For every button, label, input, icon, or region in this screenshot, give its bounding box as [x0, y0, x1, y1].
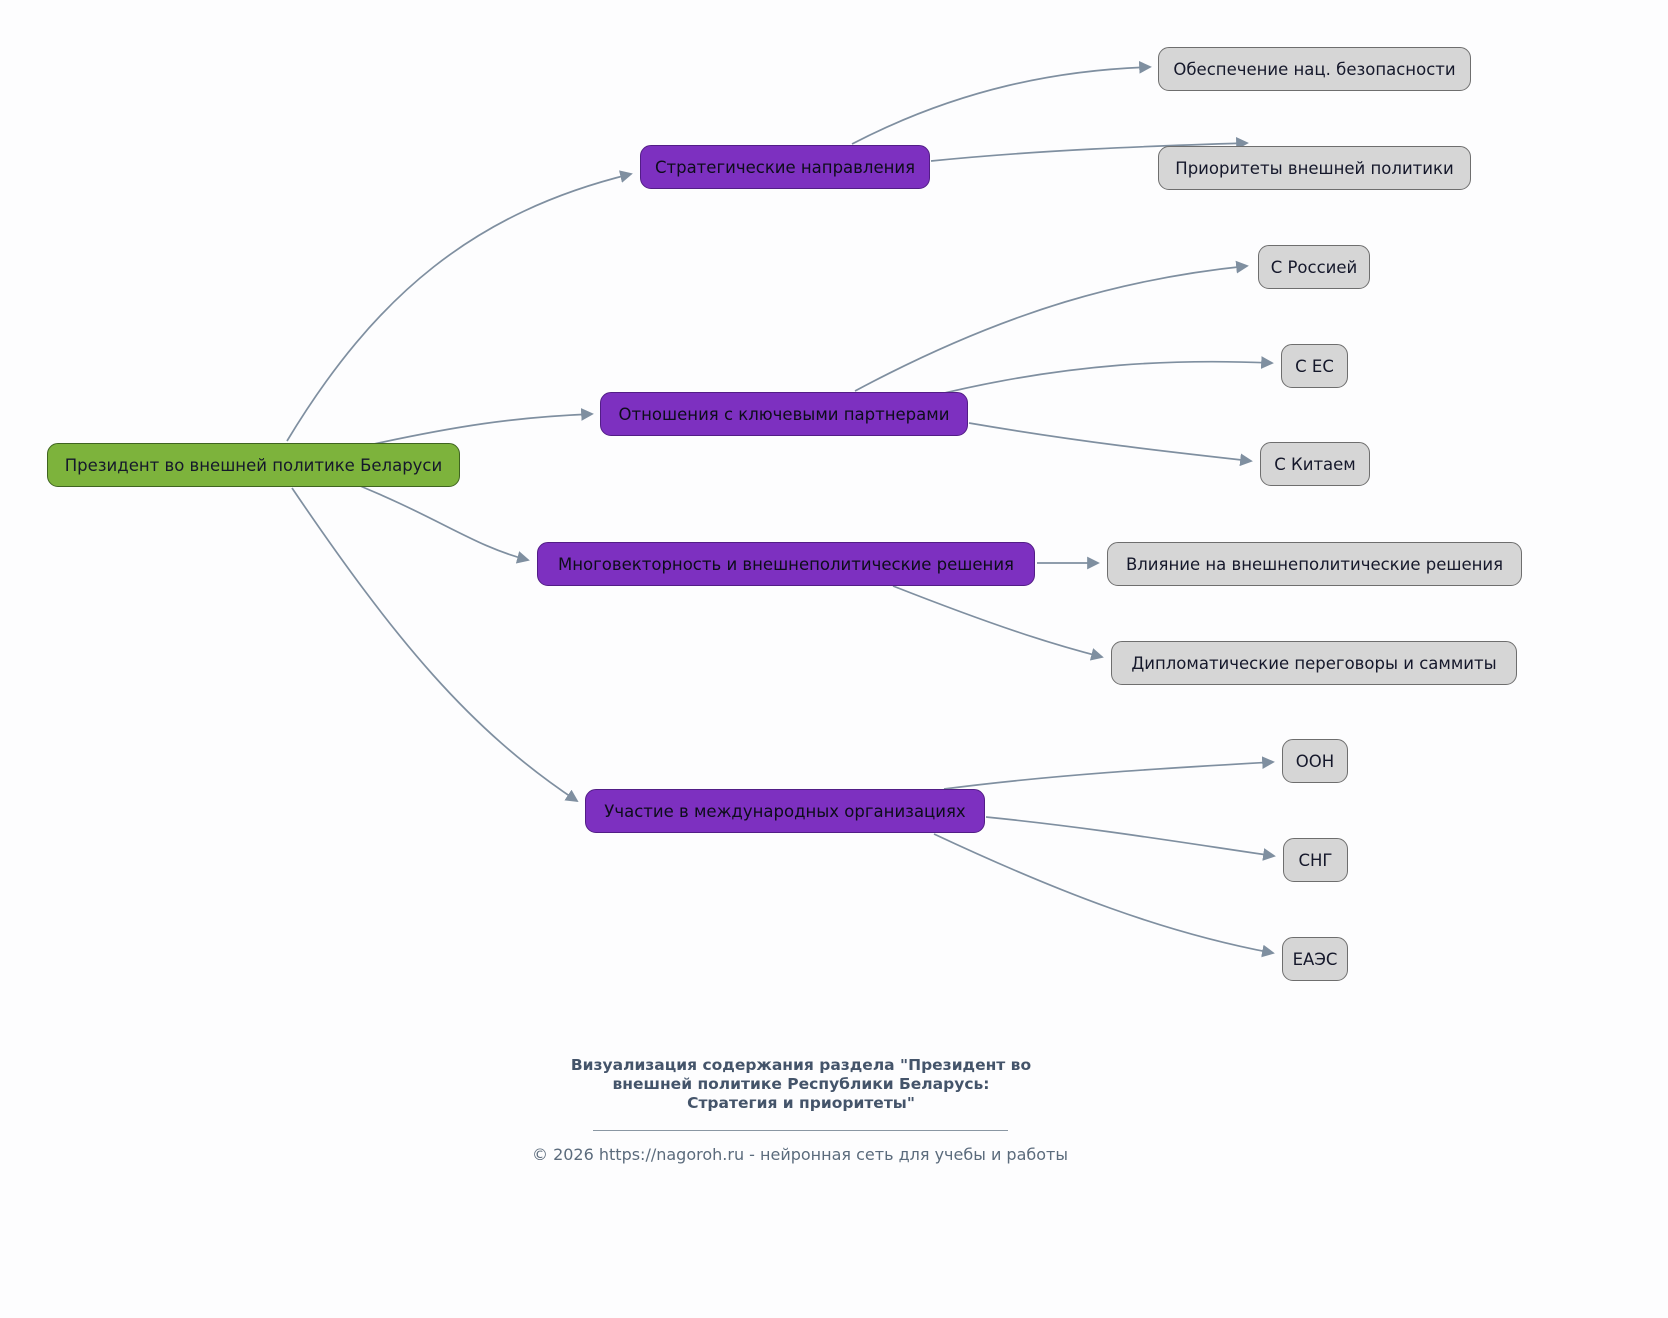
- edge-root-multivector: [337, 476, 530, 564]
- leaf-cis: СНГ: [1283, 838, 1348, 882]
- branch-key-partners: Отношения с ключевыми партнерами: [600, 392, 968, 436]
- edge-partners-russia: [854, 260, 1249, 392]
- leaf-diplomatic-negotiations: Дипломатические переговоры и саммиты: [1111, 641, 1517, 685]
- edge-orgs-cis: [985, 816, 1276, 861]
- branch-strategic-directions: Стратегические направления: [640, 145, 930, 189]
- leaf-foreign-policy-priorities: Приоритеты внешней политики: [1158, 146, 1471, 190]
- edge-multivector-diplomatic: [892, 585, 1104, 661]
- edge-root-partners: [337, 408, 594, 453]
- edge-strategic-security: [851, 60, 1152, 145]
- edge-root-strategic: [286, 170, 633, 442]
- edge-partners-china: [968, 422, 1253, 467]
- edge-partners-eu: [931, 356, 1274, 397]
- leaf-russia: С Россией: [1258, 245, 1370, 289]
- leaf-national-security: Обеспечение нац. безопасности: [1158, 47, 1471, 91]
- leaf-uno: ООН: [1282, 739, 1348, 783]
- footer-caption: Визуализация содержания раздела "Президе…: [551, 1056, 1051, 1113]
- branch-international-organizations: Участие в международных организациях: [585, 789, 985, 833]
- leaf-eaeu: ЕАЭС: [1282, 937, 1348, 981]
- footer-copyright: © 2026 https://nagoroh.ru - нейронная се…: [531, 1145, 1068, 1164]
- edge-root-organizations: [291, 487, 579, 803]
- leaf-eu: С ЕС: [1281, 344, 1348, 388]
- footer-divider: [593, 1130, 1008, 1131]
- footer-caption-line-1: Визуализация содержания раздела "Президе…: [570, 1056, 1032, 1074]
- footer-caption-line-2: внешней политике Республики Беларусь:: [612, 1075, 990, 1093]
- edge-orgs-uno: [943, 756, 1275, 790]
- footer-caption-line-3: Стратегия и приоритеты": [687, 1094, 915, 1112]
- node-president-foreign-policy: Президент во внешней политике Беларуси: [47, 443, 460, 487]
- leaf-influence-decisions: Влияние на внешнеполитические решения: [1107, 542, 1522, 586]
- leaf-china: С Китаем: [1260, 442, 1370, 486]
- branch-multivector-decisions: Многовекторность и внешнеполитические ре…: [537, 542, 1035, 586]
- edge-strategic-priorities: [930, 136, 1249, 162]
- edge-orgs-eaeu: [933, 833, 1275, 958]
